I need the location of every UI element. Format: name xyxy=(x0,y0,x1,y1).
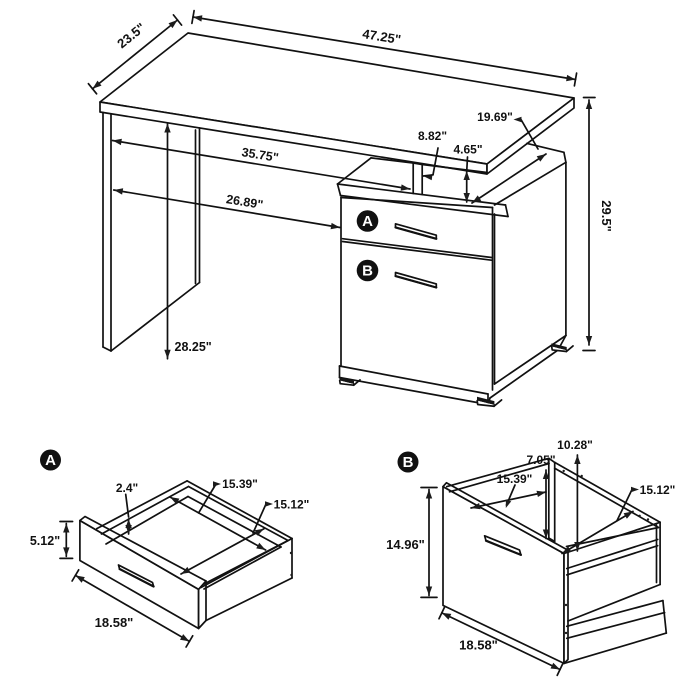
svg-text:35.75": 35.75" xyxy=(241,145,280,165)
svg-text:28.25": 28.25" xyxy=(175,340,212,354)
svg-text:18.58": 18.58" xyxy=(459,638,498,653)
svg-text:19.69": 19.69" xyxy=(477,110,513,124)
svg-text:B: B xyxy=(403,454,414,471)
svg-text:26.89": 26.89" xyxy=(225,192,264,212)
svg-text:4.65": 4.65" xyxy=(453,143,482,157)
svg-text:2.4": 2.4" xyxy=(116,481,138,495)
svg-text:15.12": 15.12" xyxy=(640,483,676,497)
svg-text:14.96": 14.96" xyxy=(386,537,425,552)
svg-text:10.28": 10.28" xyxy=(557,438,593,452)
svg-text:15.39": 15.39" xyxy=(497,472,533,486)
svg-text:B: B xyxy=(362,263,373,280)
svg-text:18.58": 18.58" xyxy=(95,615,134,630)
svg-text:A: A xyxy=(362,213,373,230)
svg-text:29.5": 29.5" xyxy=(599,200,614,231)
svg-text:15.12": 15.12" xyxy=(274,498,310,512)
svg-text:47.25": 47.25" xyxy=(361,26,402,47)
svg-text:A: A xyxy=(45,452,56,469)
svg-text:15.39": 15.39" xyxy=(222,477,258,491)
svg-text:7.05": 7.05" xyxy=(526,453,555,467)
svg-text:8.82": 8.82" xyxy=(418,129,447,143)
svg-text:5.12": 5.12" xyxy=(30,534,60,548)
